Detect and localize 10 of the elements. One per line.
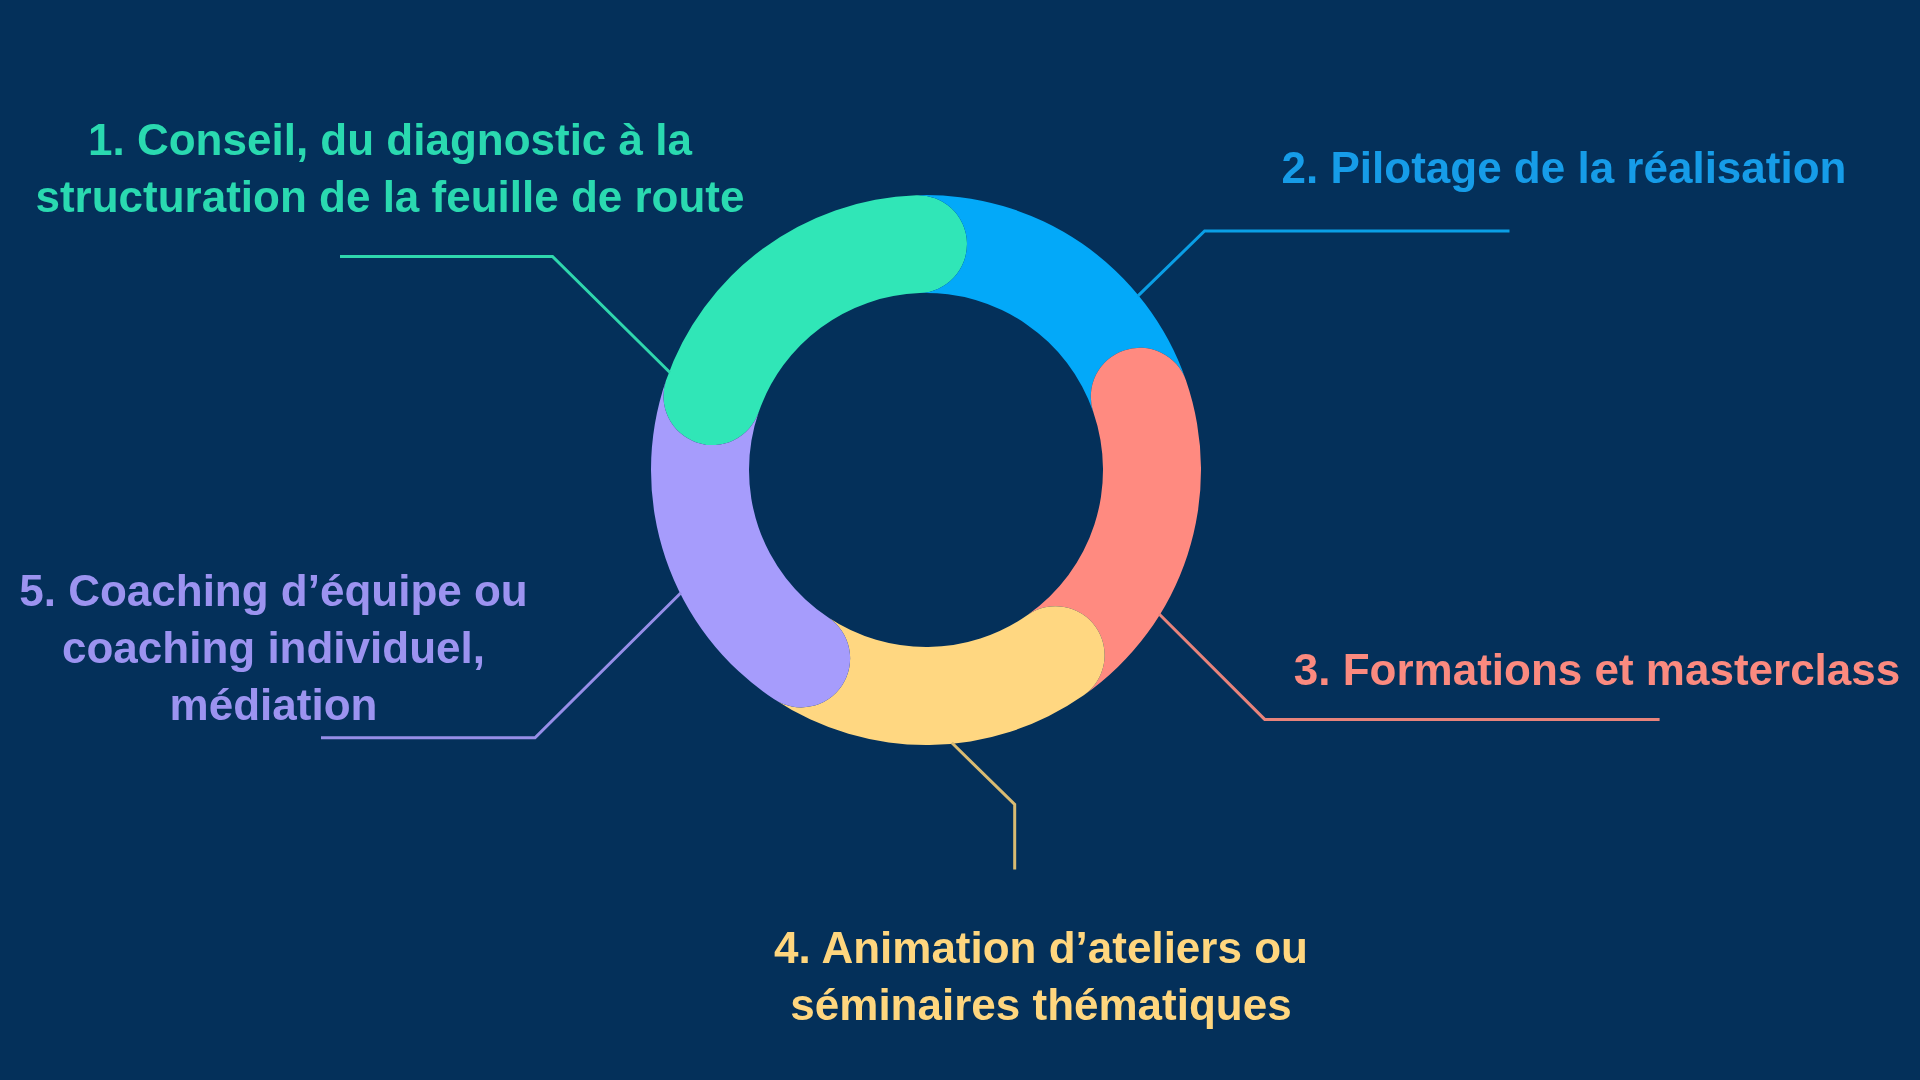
callout-label: 4. Animation d’ateliers ou séminaires thématiques (771, 919, 1311, 1033)
callout-label: 2. Pilotage de la réalisation (1278, 139, 1850, 196)
leader-line (950, 741, 1017, 870)
callout-label: 1. Conseil, du diagnostic à la structuration de la feuille de route (32, 111, 748, 225)
callout-label: 3. Formations et masterclass (1291, 641, 1903, 698)
leader-line (1136, 229, 1510, 298)
callout-label: 5. Coaching d’équipe ou coaching individuel, médiation (16, 562, 531, 733)
leader-line (321, 591, 683, 740)
leader-line (1158, 612, 1660, 721)
leader-line (340, 255, 671, 374)
